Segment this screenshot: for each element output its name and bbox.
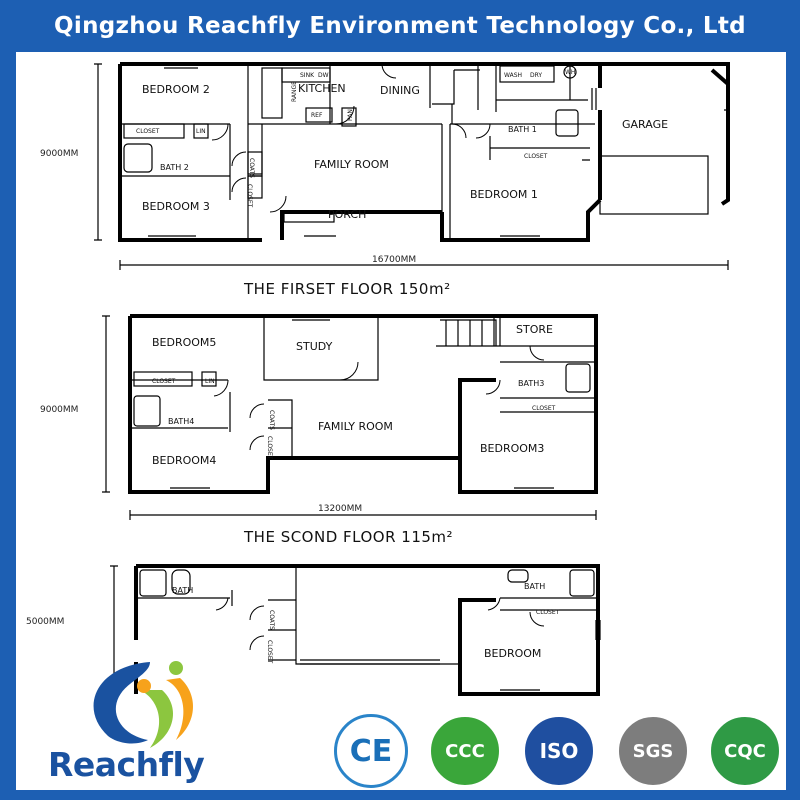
- brand-name: Reachfly: [48, 745, 205, 784]
- title-floor1: THE FIRSET FLOOR 150m²: [243, 280, 451, 298]
- company-header: Qingzhou Reachfly Environment Technology…: [0, 0, 800, 52]
- label-coats-3: COATS: [268, 610, 275, 630]
- room-bath4: BATH4: [168, 417, 194, 426]
- room-bedroom3: BEDROOM 3: [142, 200, 210, 213]
- label-closet-b: CLOSET: [524, 153, 548, 160]
- reachfly-logo-icon: [93, 661, 194, 748]
- label-closet-b-2: CLOSET: [532, 405, 556, 412]
- label-closet-b-3: CLOSET: [536, 609, 560, 616]
- room-bedroom5: BEDROOM5: [152, 336, 216, 349]
- ce-badge-label: CE: [349, 733, 393, 769]
- iso-badge-label: ISO: [539, 739, 579, 763]
- room-bedroom-3f: BEDROOM: [484, 647, 541, 660]
- dim-height-floor1: 9000MM: [40, 149, 78, 159]
- dim-width-floor2: 13200MM: [318, 504, 362, 514]
- ccc-badge-label: CCC: [445, 740, 485, 762]
- cqc-badge-label: CQC: [724, 740, 766, 762]
- company-name: Qingzhou Reachfly Environment Technology…: [54, 13, 746, 39]
- label-sink: SINK: [300, 72, 315, 79]
- room-bedroom1: BEDROOM 1: [470, 188, 538, 201]
- dim-width-floor1: 16700MM: [372, 255, 416, 265]
- title-floor2: THE SCOND FLOOR 115m²: [243, 528, 453, 546]
- label-range: RANGE: [291, 81, 298, 102]
- label-lin-2: LIN: [205, 378, 215, 385]
- cqc-badge-icon: CQC: [708, 714, 782, 788]
- sgs-badge-label: SGS: [632, 740, 674, 762]
- label-closet-c-2: CLOSET: [266, 436, 273, 460]
- room-garage: GARAGE: [622, 118, 668, 131]
- room-dining: DINING: [380, 84, 420, 97]
- label-dw: DW: [318, 72, 329, 79]
- label-coats: COATS: [248, 158, 255, 178]
- label-wh: WH: [565, 69, 575, 76]
- room-bath-right: BATH: [524, 582, 545, 591]
- room-bath2: BATH 2: [160, 163, 189, 172]
- first-floor-plan: BEDROOM 2 KITCHEN DINING GARAGE CLOSET L…: [40, 62, 730, 298]
- room-family: FAMILY ROOM: [314, 158, 389, 171]
- dim-height-floor2: 9000MM: [40, 405, 78, 415]
- label-coats-2: COATS: [268, 410, 275, 430]
- label-closet-a-2: CLOSET: [152, 378, 176, 385]
- label-ref: REF: [311, 112, 323, 119]
- ce-badge-icon: CE: [334, 714, 408, 788]
- ccc-badge-icon: CCC: [428, 714, 502, 788]
- sgs-badge-icon: SGS: [616, 714, 690, 788]
- dim-height-floor3: 5000MM: [26, 617, 64, 627]
- label-dry: DRY: [530, 72, 542, 79]
- room-store: STORE: [516, 323, 553, 336]
- room-study: STUDY: [296, 340, 333, 353]
- room-bath-left: BATH: [172, 586, 193, 595]
- label-closet-a: CLOSET: [136, 128, 160, 135]
- label-wash: WASH: [504, 72, 522, 79]
- room-bedroom3-2: BEDROOM3: [480, 442, 544, 455]
- room-bedroom4: BEDROOM4: [152, 454, 216, 467]
- room-bath1: BATH 1: [508, 125, 537, 134]
- room-family-2: FAMILY ROOM: [318, 420, 393, 433]
- room-bedroom2: BEDROOM 2: [142, 83, 210, 96]
- room-bath3: BATH3: [518, 379, 544, 388]
- label-lin: LIN: [196, 128, 206, 135]
- iso-badge-icon: ISO: [522, 714, 596, 788]
- room-porch: PORCH: [328, 208, 366, 221]
- label-closet-c-3: CLOSET: [266, 640, 273, 664]
- label-closet-c: CLOSET: [246, 184, 253, 208]
- room-kitchen: KITCHEN: [298, 82, 346, 95]
- second-floor-plan: BEDROOM5 STUDY STORE CLOSET LIN BATH3 CL…: [40, 314, 598, 546]
- label-pan: PAN: [347, 109, 354, 121]
